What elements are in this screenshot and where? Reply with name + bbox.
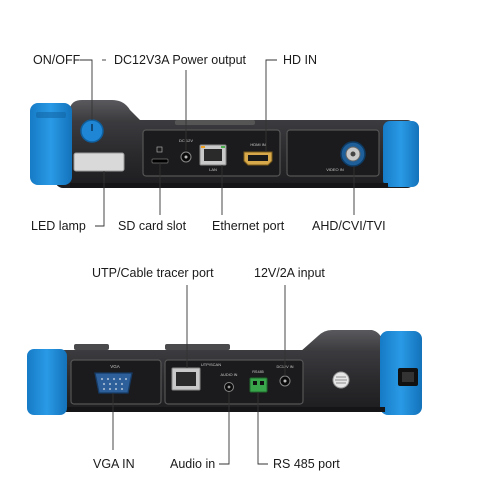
rs-port-text: RS485	[252, 370, 264, 374]
vga-port-text: VGA	[110, 364, 120, 369]
vga-port[interactable]	[94, 372, 133, 394]
label-audio-in: Audio in	[170, 457, 216, 471]
top-right-bumper	[383, 121, 419, 187]
leader-hd-in	[265, 59, 277, 152]
label-ethernet-port: Ethernet port	[212, 219, 285, 233]
leader-led-lamp	[95, 171, 105, 227]
audio-port-text: AUDIO IN	[221, 373, 238, 377]
top-left-housing	[70, 100, 142, 122]
top-left-bumper	[30, 103, 72, 185]
label-12v-input: 12V/2A input	[254, 266, 325, 280]
leader-on-off	[80, 59, 93, 120]
leader-audio	[219, 392, 230, 465]
lan-port-text: LAN	[209, 167, 217, 172]
label-rs485: RS 485 port	[273, 457, 340, 471]
label-on-off: ON/OFF	[33, 53, 81, 67]
utp-port-text: UTP/SCAN	[201, 362, 221, 367]
sd-card-slot[interactable]	[151, 158, 169, 164]
hdmi-port-text: HDMI IN	[250, 142, 265, 147]
label-led-lamp: LED lamp	[31, 219, 86, 233]
label-utp-tracer: UTP/Cable tracer port	[92, 266, 214, 280]
label-vga-in: VGA IN	[93, 457, 135, 471]
bottom-right-housing	[300, 330, 385, 352]
bottom-device: VGA UTP/SCAN AUDIO IN RS485 DC12V IN	[27, 330, 422, 415]
rs485-port[interactable]	[249, 377, 268, 393]
label-sd-card-slot: SD card slot	[118, 219, 187, 233]
label-power-output: DC12V3A Power output	[114, 53, 247, 67]
leader-rs485	[257, 392, 268, 465]
bottom-leader-lines	[112, 285, 286, 465]
bnc-port-text: VIDEO IN	[326, 167, 344, 172]
label-ahd-cvi-tvi: AHD/CVI/TVI	[312, 219, 386, 233]
label-hd-in: HD IN	[283, 53, 318, 67]
top-device: DC 12V LAN HDMI IN VIDEO IN	[30, 100, 419, 188]
sd-card-icon	[156, 146, 163, 153]
top-rail	[175, 120, 255, 125]
top-leader-lines	[80, 59, 355, 227]
led-lamp	[73, 152, 125, 172]
bottom-left-bumper	[27, 349, 67, 415]
